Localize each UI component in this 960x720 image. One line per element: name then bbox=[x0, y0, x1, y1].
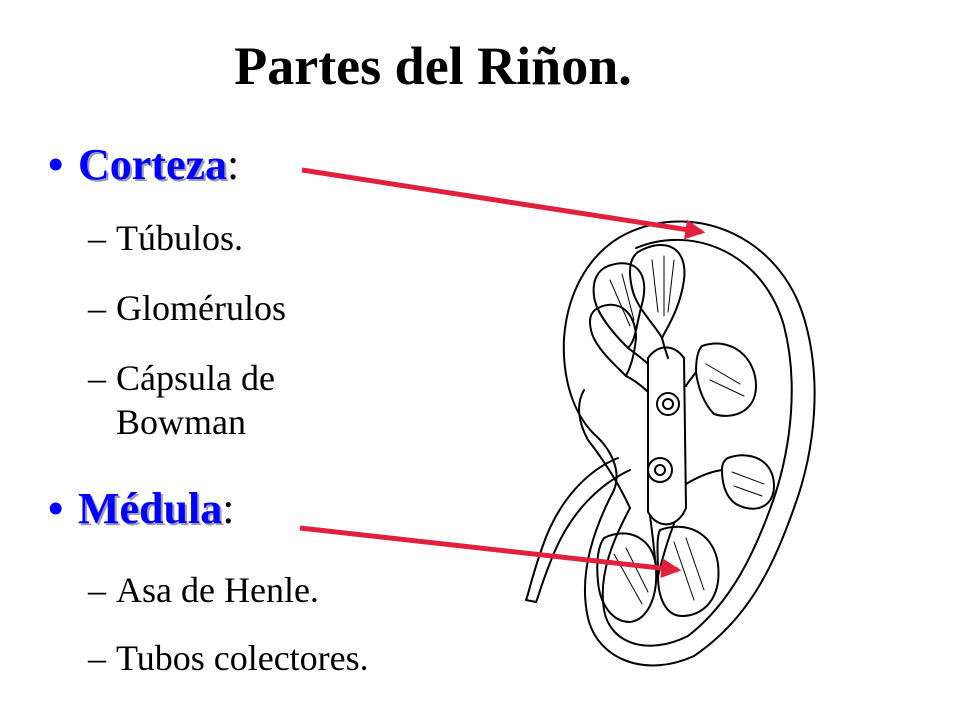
sub-item-label: Asa de Henle. bbox=[116, 570, 319, 610]
bullet-dot-icon: • bbox=[48, 484, 64, 533]
slide-title: Partes del Riñon. bbox=[234, 36, 632, 96]
dash-icon: – bbox=[88, 288, 106, 328]
bullet-colon: : bbox=[222, 484, 235, 533]
sub-item-label: Cápsula de Bowman bbox=[116, 358, 275, 442]
sub-item-tubulos: –Túbulos. bbox=[88, 216, 243, 260]
dash-icon: – bbox=[88, 638, 106, 678]
bullet-term-corteza: Corteza bbox=[78, 140, 228, 189]
dash-icon: – bbox=[88, 570, 106, 610]
sub-item-label: Túbulos. bbox=[116, 218, 244, 258]
sub-item-capsula-bowman: –Cápsula de Bowman bbox=[88, 356, 275, 444]
sub-item-glomerulos: –Glomérulos bbox=[88, 286, 286, 330]
kidney-cross-section-illustration bbox=[518, 208, 826, 670]
bullet-colon: : bbox=[227, 140, 240, 189]
sub-item-asa-henle: –Asa de Henle. bbox=[88, 568, 319, 612]
sub-item-label: Tubos colectores. bbox=[116, 638, 369, 678]
sub-item-tubos-colectores: –Tubos colectores. bbox=[88, 636, 369, 680]
dash-icon: – bbox=[88, 218, 106, 258]
bullet-term-medula: Médula bbox=[78, 484, 223, 533]
bullet-medula: • Médula: bbox=[48, 484, 234, 534]
kidney-illustration-icon bbox=[525, 220, 816, 667]
bullet-dot-icon: • bbox=[48, 140, 64, 189]
dash-icon: – bbox=[88, 358, 106, 398]
sub-item-label: Glomérulos bbox=[116, 288, 286, 328]
bullet-corteza: • Corteza: bbox=[48, 140, 239, 190]
